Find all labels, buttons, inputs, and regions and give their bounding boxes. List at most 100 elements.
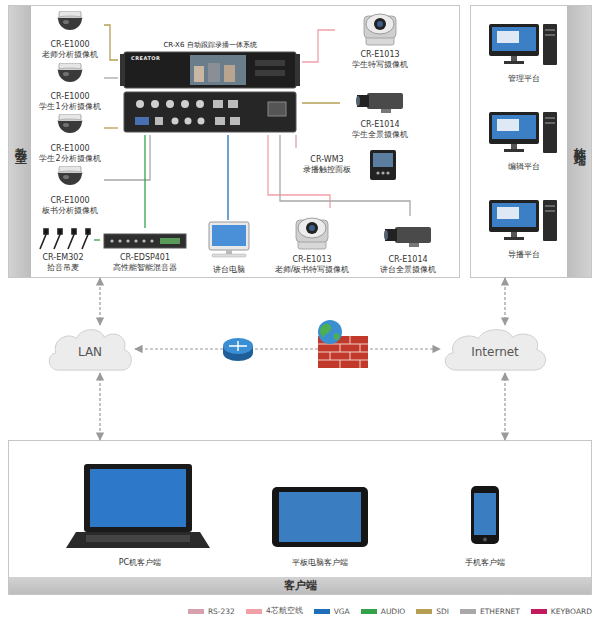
lectern-computer-icon — [209, 222, 249, 257]
model-number: CR-E1013 — [292, 255, 331, 265]
device-node: CR-E1013老师/板书特写摄像机 — [262, 208, 362, 275]
area-title: 教室 — [9, 6, 31, 277]
network-link — [504, 373, 505, 440]
legend-item: 4芯航空线 — [246, 606, 303, 616]
device-node: CR-E1014讲台全景摄像机 — [368, 216, 448, 275]
model-number: CR-E1013 — [360, 50, 399, 60]
signal-cable — [280, 135, 410, 216]
model-number: CR-E1000 — [50, 196, 89, 206]
signal-cable — [268, 135, 330, 208]
network-link — [99, 373, 100, 440]
legend-swatch — [416, 609, 432, 614]
signal-cable — [144, 135, 145, 228]
phone-icon — [471, 486, 499, 544]
device-node: CR-EDSP401高性能智能混音器 — [100, 228, 190, 273]
cloud-shape — [445, 330, 545, 370]
model-number: CR-E1000 — [50, 92, 89, 102]
device-node: 管理平台 — [484, 22, 564, 84]
legend-text: AUDIO — [381, 607, 406, 616]
device-label: 管理平台 — [508, 74, 540, 84]
device-label: 学生全景摄像机 — [352, 130, 408, 140]
model-number: CR-E1014 — [388, 255, 427, 265]
model-number: CR-EDSP401 — [120, 253, 170, 263]
firewall-icon — [318, 320, 368, 368]
tablet-icon — [272, 487, 368, 547]
device-label: 导播平台 — [508, 250, 540, 260]
device-label: PC机客户端 — [119, 558, 161, 568]
device-node: CR-EM302拾音吊麦 — [32, 228, 94, 273]
device-node: CR-E1013学生特写摄像机 — [335, 8, 425, 70]
legend-text: KEYBOARD — [551, 607, 592, 616]
device-node: CR-WM3录播触控面板 — [290, 148, 402, 182]
signal-cable — [104, 77, 118, 78]
device-label: 讲台全景摄像机 — [380, 265, 436, 275]
cloud-shape — [49, 330, 131, 370]
legend-swatch — [246, 609, 262, 614]
laptop-icon — [66, 464, 210, 548]
legend-item: KEYBOARD — [531, 607, 592, 616]
device-label: 学生2分析摄像机 — [39, 154, 100, 164]
device-label: 手机客户端 — [465, 558, 505, 568]
device-node: 编辑平台 — [484, 110, 564, 172]
system-node: CR-X6 自动跟踪录播一体系统 — [118, 40, 302, 135]
model-number: CR-E1014 — [360, 120, 399, 130]
device-node: CR-E1014学生全景摄像机 — [340, 86, 420, 140]
legend-swatch — [361, 609, 377, 614]
device-label: 高性能智能混音器 — [113, 263, 177, 273]
network-link — [135, 348, 440, 349]
touch-panel-icon — [370, 150, 396, 180]
signal-cable — [104, 127, 118, 128]
legend-text: 4芯航空线 — [266, 606, 303, 616]
area-panel: 教室CR-E1000老师分析摄像机CR-E1000学生1分析摄像机CR-E100… — [8, 5, 460, 278]
area-panel: 客户端 PC机客户端 平板电脑客户端 手机客户端 — [8, 440, 592, 595]
area-title: 软件端 — [567, 6, 591, 277]
legend-swatch — [531, 609, 547, 614]
device-label: 板书分析摄像机 — [42, 206, 98, 216]
device-label: 讲台电脑 — [213, 265, 245, 275]
device-node: 讲台电脑 — [200, 220, 258, 275]
legend-item: AUDIO — [361, 607, 406, 616]
device-label: LAN — [78, 341, 102, 357]
network-link — [99, 278, 100, 325]
legend-item: RS-232 — [188, 607, 235, 616]
signal-cable — [227, 135, 228, 220]
ptz-camera-icons — [296, 14, 396, 249]
device-node: CR-E1000学生1分析摄像机 — [36, 60, 104, 112]
dome-camera-icons — [58, 11, 83, 185]
signal-cable — [104, 25, 118, 60]
device-node: 手机客户端 — [430, 480, 540, 568]
device-label: 平板电脑客户端 — [292, 558, 348, 568]
legend-text: ETHERNET — [480, 607, 520, 616]
legend-item: ETHERNET — [460, 607, 520, 616]
model-number: CR-WM3 — [310, 155, 343, 165]
box-camera-icons — [356, 93, 431, 247]
software-workstation-icons — [489, 24, 557, 241]
legend-text: RS-232 — [208, 607, 235, 616]
device-label: CR-X6 自动跟踪录播一体系统 — [163, 40, 256, 50]
hanging-microphone-icons — [40, 229, 90, 249]
device-node: CR-E1000板书分析摄像机 — [36, 164, 104, 216]
model-number: CR-EM302 — [43, 253, 84, 263]
signal-cable — [302, 30, 335, 62]
device-label: 拾音吊麦 — [47, 263, 79, 273]
legend-text: SDI — [436, 607, 449, 616]
device-node: CR-E1000学生2分析摄像机 — [36, 112, 104, 164]
model-number: CR-E1000 — [50, 144, 89, 154]
device-label: 老师/板书特写摄像机 — [275, 265, 350, 275]
device-node: CR-E1000老师分析摄像机 — [36, 8, 104, 60]
network-cloud: LAN — [45, 325, 135, 373]
signal-cable — [295, 135, 296, 148]
device-node: 导播平台 — [484, 198, 564, 260]
area-title: 客户端 — [9, 577, 591, 594]
device-node: 平板电脑客户端 — [270, 480, 370, 568]
signal-cable — [302, 102, 340, 103]
device-label: 学生特写摄像机 — [352, 60, 408, 70]
legend-item: SDI — [416, 607, 449, 616]
device-label: 编辑平台 — [508, 162, 540, 172]
device-label: 老师分析摄像机 — [42, 50, 98, 60]
legend-swatch — [460, 609, 476, 614]
